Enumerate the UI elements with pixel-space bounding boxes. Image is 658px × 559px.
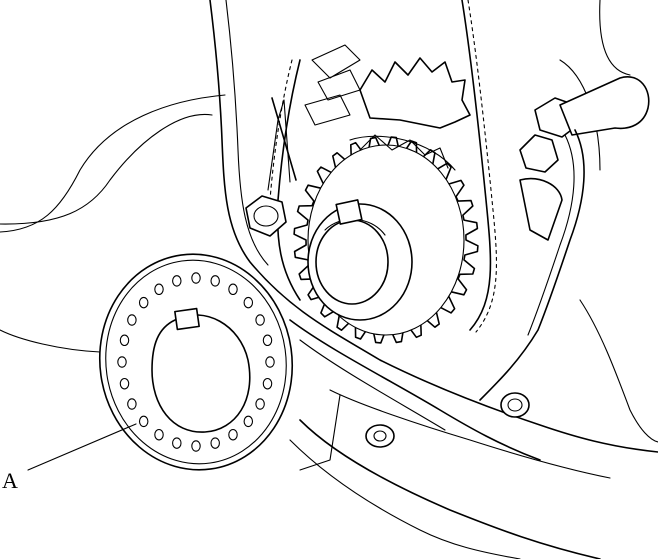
- plate-hole: [243, 296, 254, 309]
- plate-hole: [117, 356, 127, 368]
- plate-hole: [255, 398, 265, 410]
- plate-hole: [127, 398, 137, 410]
- plate-hole: [262, 377, 273, 390]
- crank-pulse-plate: [98, 253, 294, 471]
- upper-gear: [304, 44, 471, 129]
- lower-plate: [289, 319, 541, 471]
- tensioner-bracket: [479, 76, 650, 418]
- plate-hole: [119, 377, 130, 390]
- plate-hole: [172, 437, 182, 449]
- plate-hole: [191, 272, 201, 284]
- plate-hole: [172, 275, 182, 287]
- plate-hole: [228, 283, 238, 296]
- plate-hole: [154, 283, 164, 296]
- plate-hole: [154, 428, 164, 441]
- plate-hole: [210, 275, 220, 287]
- crankshaft-hub: [307, 199, 413, 321]
- plate-hole: [119, 334, 130, 347]
- callout-a: A: [2, 423, 137, 493]
- plate-hole: [228, 428, 238, 441]
- plate-hole: [138, 415, 149, 428]
- plate-holes: [117, 272, 275, 452]
- plate-hole: [210, 437, 220, 449]
- left-bolt: [245, 97, 297, 237]
- plate-hole: [127, 314, 137, 326]
- plate-hole: [265, 356, 275, 368]
- callout-a-label: A: [2, 468, 18, 493]
- plate-hole: [262, 334, 273, 347]
- plate-hole: [255, 314, 265, 326]
- plate-hole: [138, 296, 149, 309]
- plate-hole: [191, 440, 201, 452]
- plate-hole: [243, 415, 254, 428]
- timing-belt: [269, 0, 497, 333]
